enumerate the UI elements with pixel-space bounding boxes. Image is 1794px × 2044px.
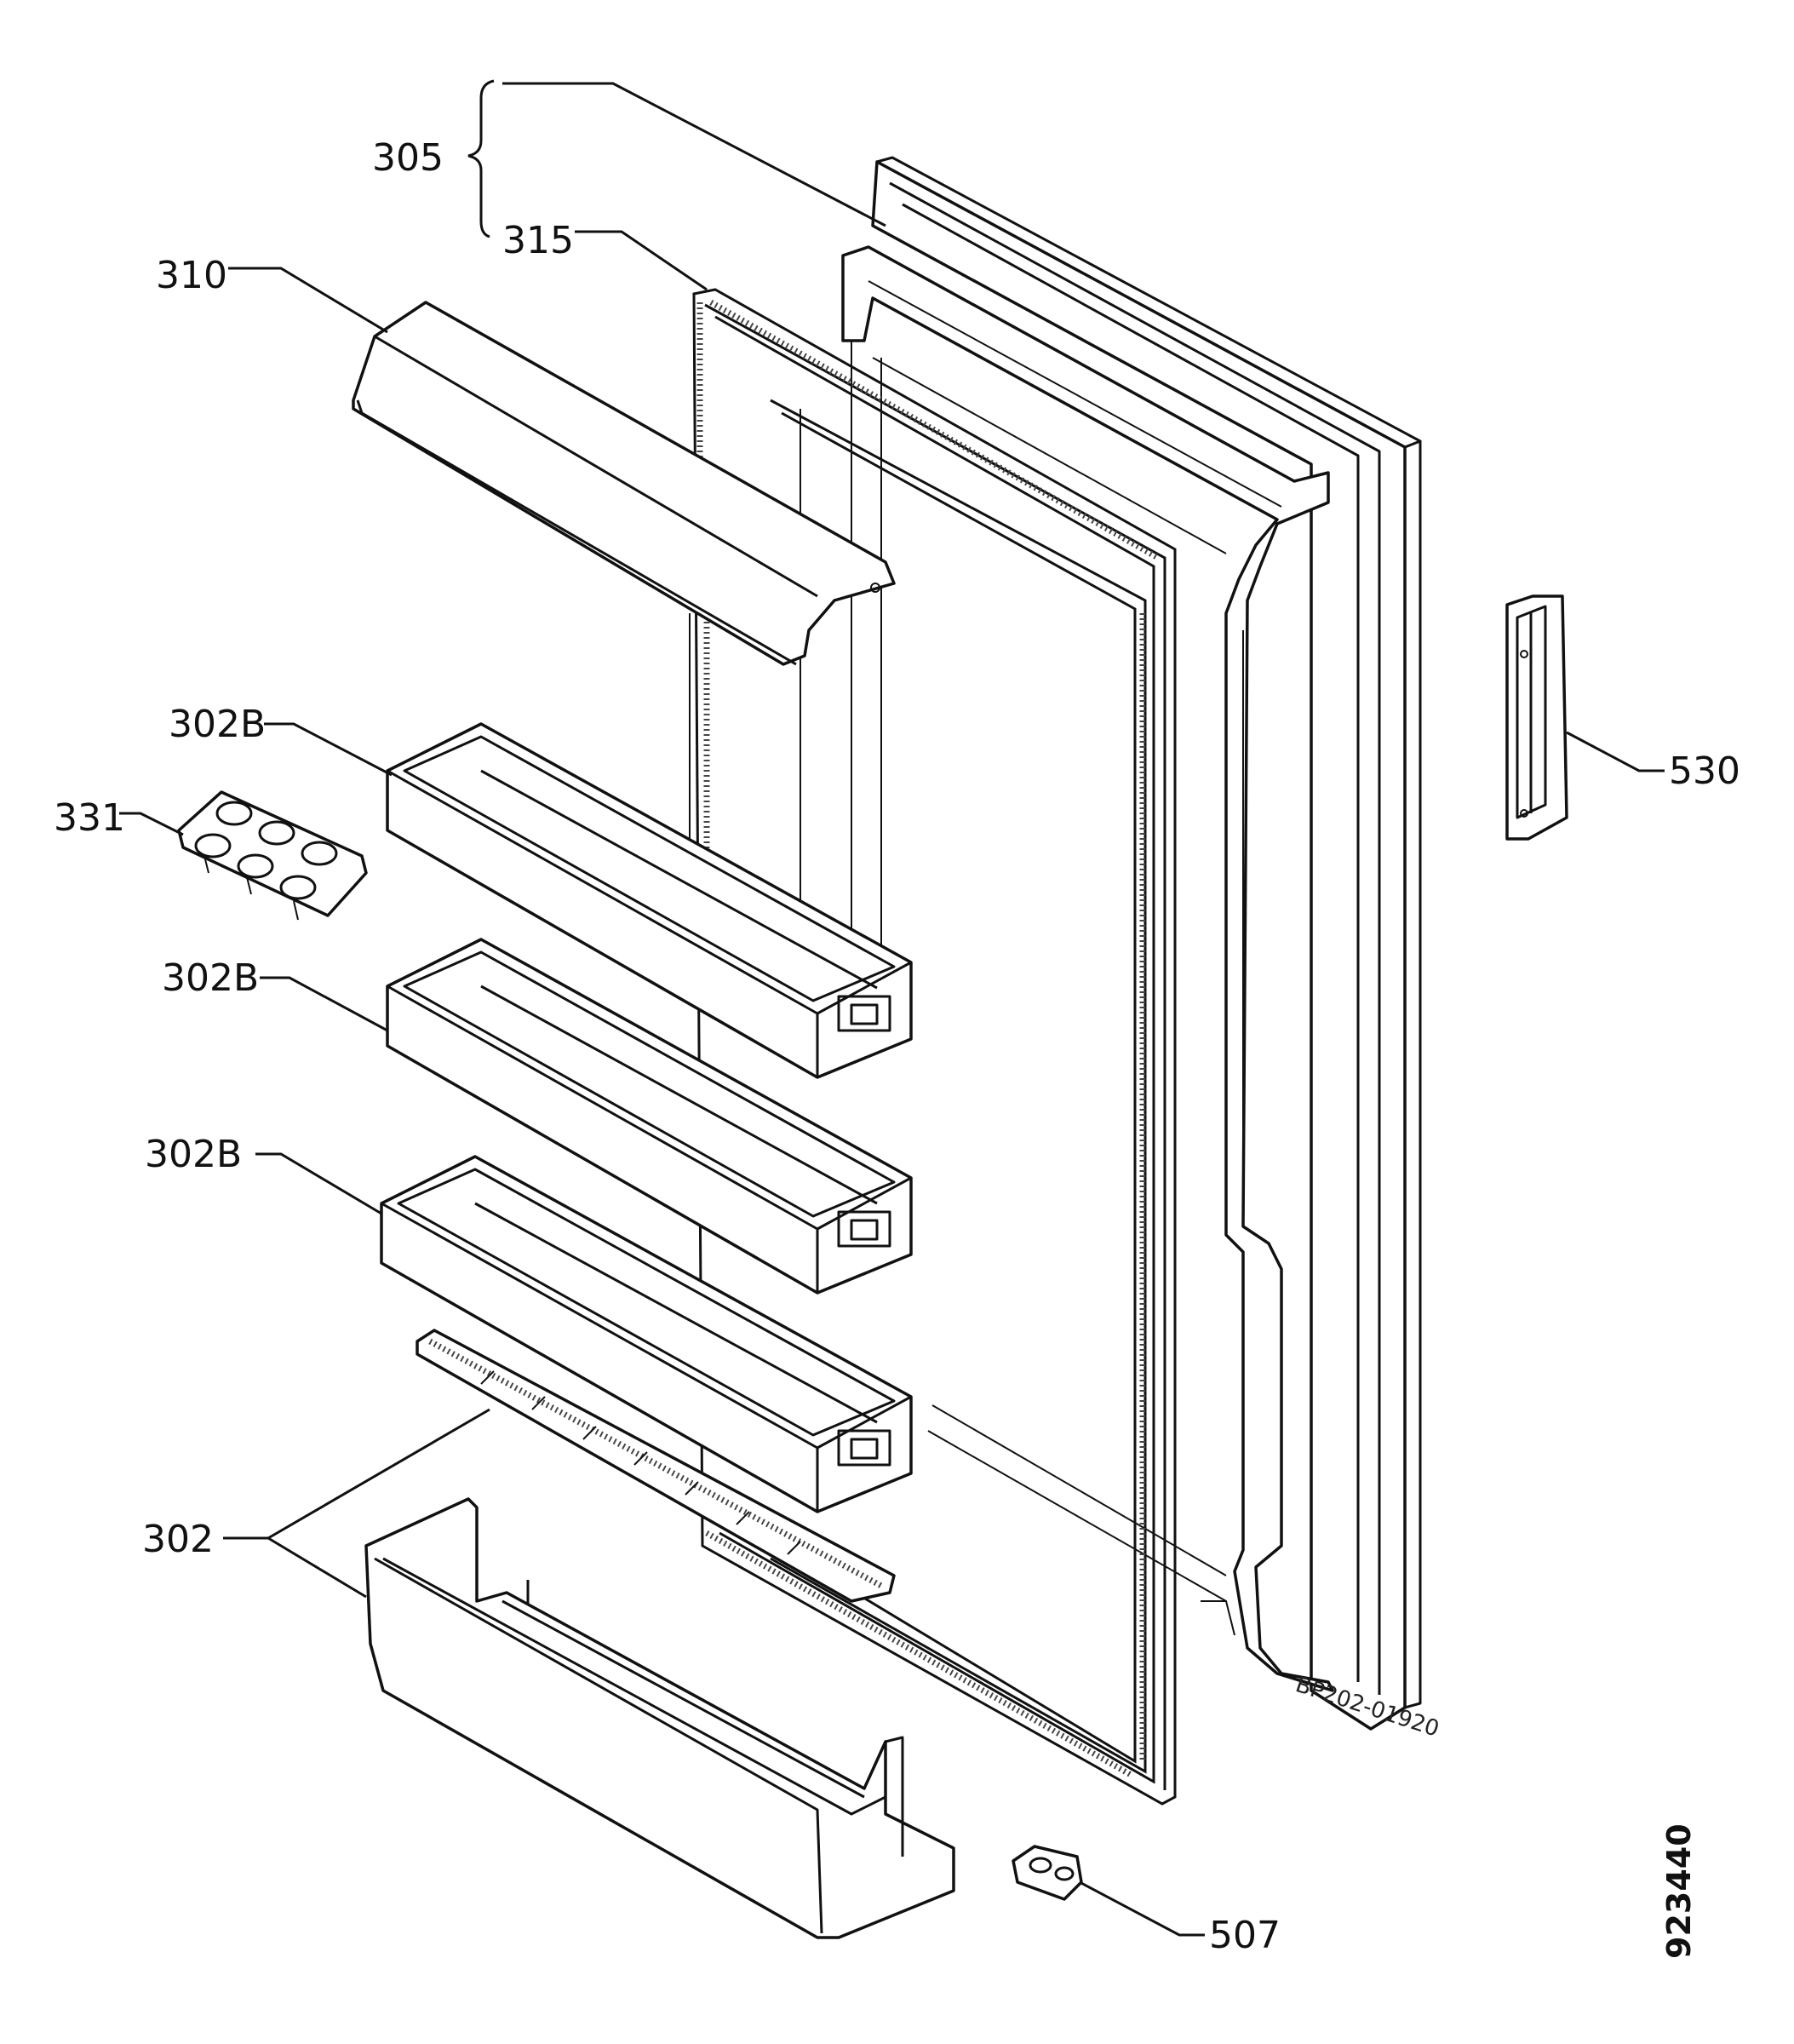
door-shelf-3 bbox=[380, 1155, 913, 1513]
callout-310: 310 bbox=[156, 254, 227, 297]
callout-302b-lower: 302B bbox=[145, 1133, 242, 1176]
egg-tray bbox=[177, 790, 368, 921]
hinge-bracket bbox=[1012, 1845, 1083, 1901]
callout-507: 507 bbox=[1209, 1914, 1281, 1957]
callout-302b-top: 302B bbox=[169, 703, 266, 746]
callout-302b-middle: 302B bbox=[162, 956, 259, 1000]
callout-302: 302 bbox=[142, 1518, 214, 1561]
door-panel bbox=[841, 156, 1422, 1731]
callout-530: 530 bbox=[1669, 749, 1740, 793]
door-gasket bbox=[689, 288, 1177, 1806]
callout-315: 315 bbox=[502, 219, 574, 262]
callout-331: 331 bbox=[54, 796, 125, 840]
bottle-shelf bbox=[364, 1497, 955, 1939]
door-handle bbox=[1505, 594, 1568, 841]
bottle-retainer bbox=[416, 1329, 896, 1603]
door-shelf-1 bbox=[386, 722, 913, 1079]
leader-lines bbox=[119, 79, 1665, 1937]
callout-305: 305 bbox=[372, 136, 444, 180]
dairy-flap bbox=[352, 301, 896, 666]
document-number: 923440 bbox=[1660, 1823, 1698, 1959]
door-shelf-2 bbox=[386, 938, 913, 1295]
